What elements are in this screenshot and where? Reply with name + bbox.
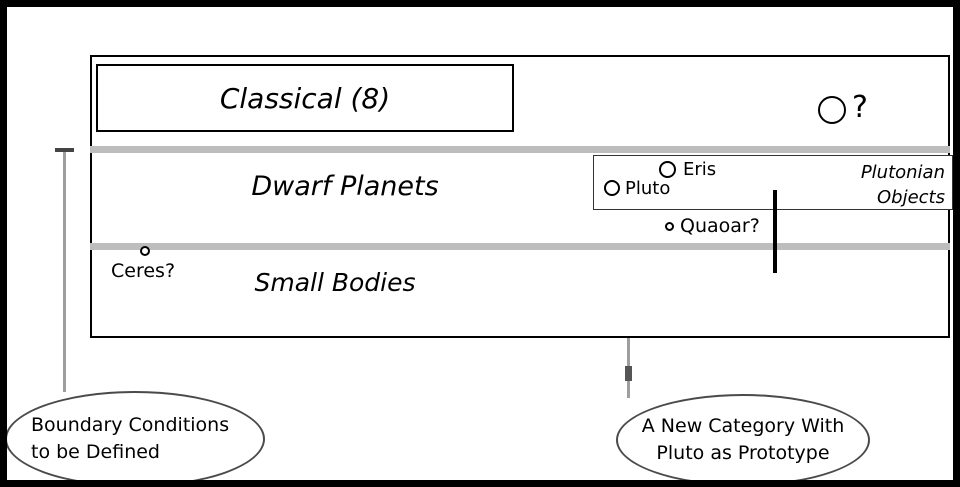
classical-planets-label: Classical (8) — [219, 81, 391, 115]
plutonian-objects-label-line1: Plutonian — [860, 162, 945, 183]
pluto-label: Pluto — [625, 178, 671, 199]
pluto-prototype-callout: A New Category With Pluto as Prototype — [616, 394, 870, 486]
quaoar-circle-icon — [665, 222, 674, 231]
dwarf-planets-label: Dwarf Planets — [251, 171, 439, 202]
eris-circle-icon — [659, 161, 676, 178]
left-connector-tick — [55, 148, 74, 152]
pluto-prototype-callout-line2: Pluto as Prototype — [656, 442, 830, 464]
right-connector-tick — [625, 366, 632, 381]
unknown-planet-circle-icon — [818, 96, 846, 124]
category-boundary-marker-line — [773, 190, 777, 273]
band-separator-classical-dwarf — [90, 146, 950, 153]
boundary-conditions-callout-line2: to be Defined — [31, 441, 160, 463]
classical-planets-box: Classical (8) — [96, 64, 514, 132]
ceres-label: Ceres? — [111, 260, 176, 282]
ceres-circle-icon — [140, 246, 150, 256]
small-bodies-label: Small Bodies — [254, 268, 416, 297]
pluto-prototype-callout-line1: A New Category With — [641, 415, 845, 437]
boundary-conditions-callout-line1: Boundary Conditions — [31, 414, 230, 436]
quaoar-label: Quaoar? — [680, 215, 760, 237]
plutonian-objects-label: Plutonian Objects — [795, 160, 945, 210]
pluto-circle-icon — [604, 180, 620, 196]
eris-label: Eris — [683, 159, 717, 180]
band-separator-dwarf-small — [90, 243, 950, 250]
boundary-conditions-callout: Boundary Conditions to be Defined — [5, 391, 265, 487]
unknown-planet-question-mark: ? — [852, 90, 868, 125]
plutonian-objects-label-line2: Objects — [876, 187, 945, 208]
left-connector-line — [63, 150, 66, 392]
